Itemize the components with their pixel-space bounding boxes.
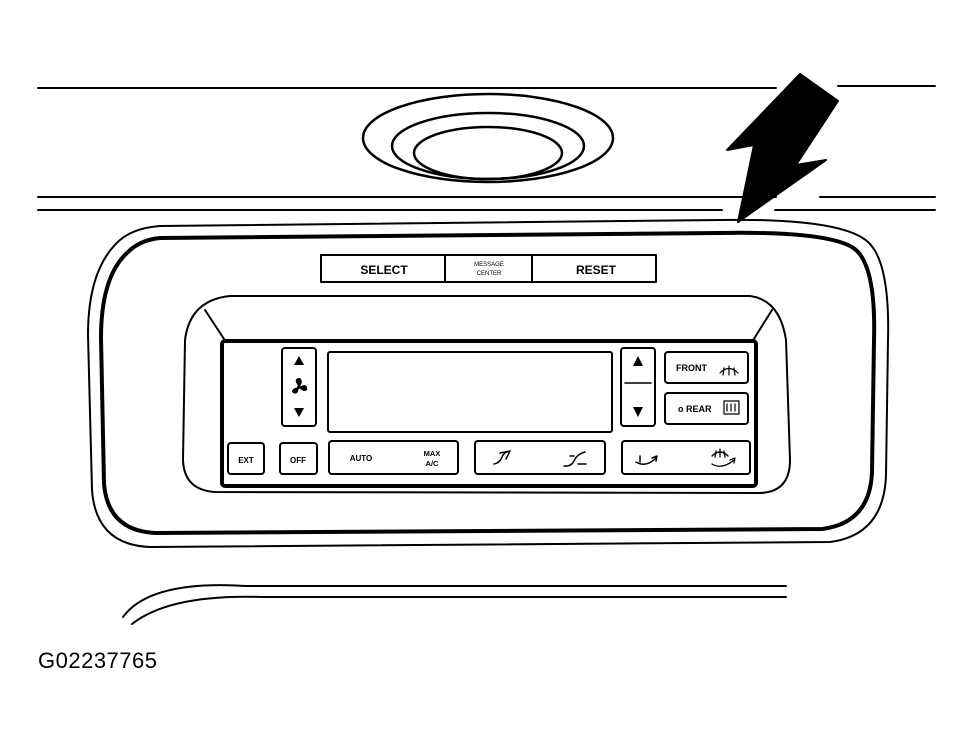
rear-defrost-button[interactable]: o REAR [664, 392, 749, 425]
floor-defrost-icon[interactable] [711, 448, 736, 467]
dash-band [37, 196, 936, 211]
ext-button[interactable]: EXT [227, 442, 265, 475]
dash-top-edge [37, 85, 936, 89]
control-panel [220, 339, 758, 488]
panel-vent-icon[interactable] [493, 450, 511, 465]
off-label: OFF [290, 456, 306, 465]
fan-icon [292, 378, 308, 394]
off-button[interactable]: OFF [279, 442, 318, 475]
display-screen [327, 351, 613, 433]
control-bezel [87, 218, 890, 548]
message-center-label-top: MESSAGE [474, 262, 504, 268]
message-center-label-bottom: CENTER [477, 271, 502, 277]
temp-up-icon[interactable] [633, 356, 643, 366]
ext-label: EXT [238, 456, 254, 465]
temp-down-icon[interactable] [633, 407, 643, 417]
faceplate-housing [182, 295, 791, 494]
airflow-mode-rocker-right [621, 440, 751, 475]
fan-down-icon[interactable] [294, 408, 304, 417]
front-defrost-icon [719, 365, 739, 376]
rear-defrost-icon [723, 400, 740, 415]
front-defrost-button[interactable]: FRONT [664, 351, 749, 384]
figure-caption: G02237765 [38, 648, 158, 673]
max-ac-label-top[interactable]: MAX [424, 449, 441, 458]
message-center-strip [320, 254, 657, 283]
airflow-mode-rocker-left [474, 440, 606, 475]
reset-label: RESET [576, 263, 617, 277]
fan-speed-control [281, 347, 317, 427]
select-label: SELECT [360, 263, 408, 277]
bilevel-vent-icon[interactable] [563, 451, 587, 467]
front-defrost-label: FRONT [676, 363, 707, 373]
dash-vent [361, 92, 615, 184]
rear-defrost-label: o REAR [678, 404, 712, 414]
fan-up-icon[interactable] [294, 356, 304, 365]
pointer-arrow [726, 73, 839, 223]
lower-dash-trim [122, 584, 787, 625]
max-ac-label-bottom[interactable]: A/C [426, 459, 440, 468]
auto-button[interactable]: AUTO [350, 454, 373, 463]
temperature-control [620, 347, 656, 427]
auto-max-ac-rocker [328, 440, 459, 475]
floor-vent-icon[interactable] [635, 455, 658, 465]
